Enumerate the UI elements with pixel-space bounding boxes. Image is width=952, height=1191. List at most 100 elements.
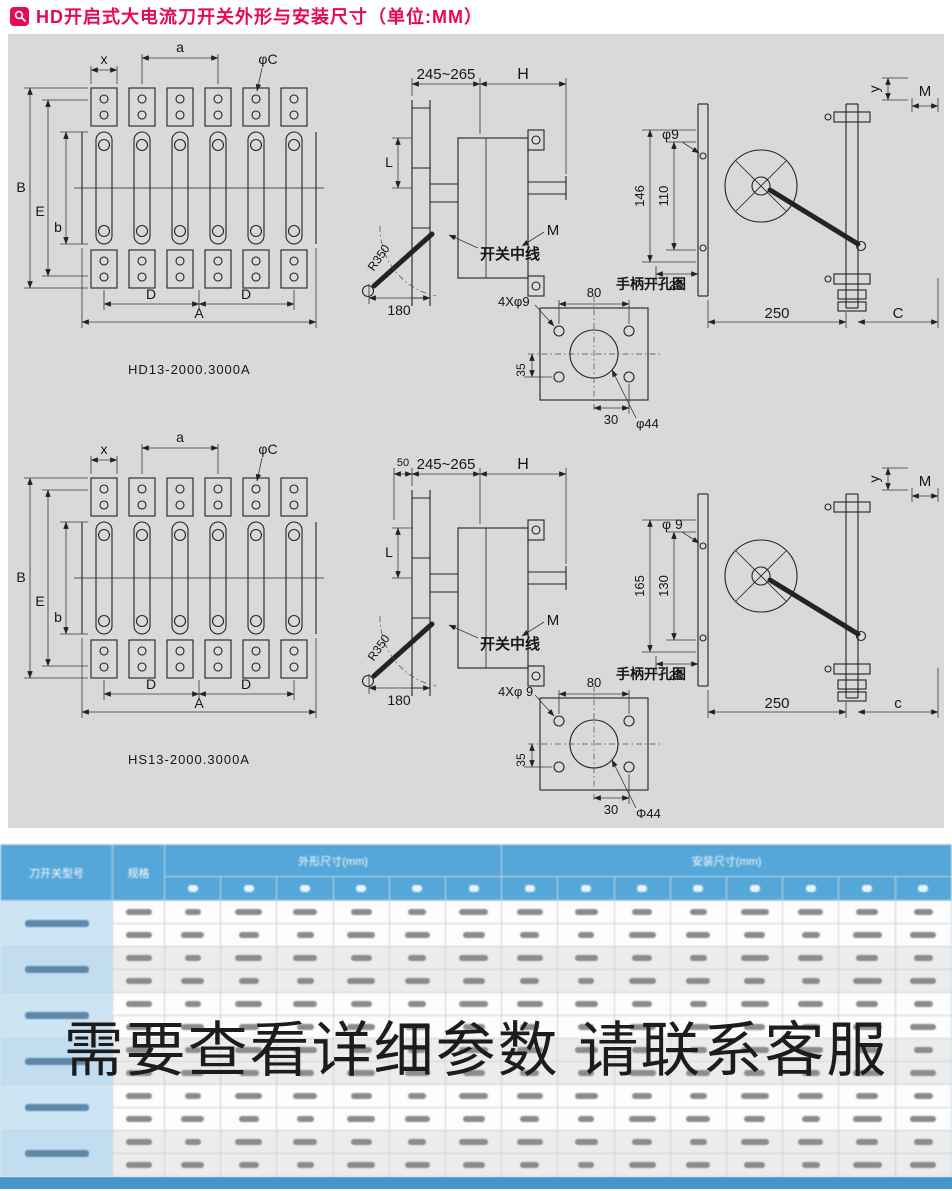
value-cell [782, 1130, 840, 1154]
hole-80-label: 80 [587, 675, 601, 690]
value-cell [782, 1061, 840, 1085]
technical-drawing: x a φC B E b D D A HD13-2000.3000A 245~2… [16, 39, 944, 821]
value-cell [782, 900, 840, 924]
hole-30-label: 30 [604, 802, 618, 817]
value-cell [782, 1107, 840, 1131]
model-cell [0, 1038, 113, 1085]
spec-table: 刀开关型号 规格 外形尺寸(mm) 安装尺寸(mm) [0, 844, 952, 1177]
value-cell [220, 1038, 278, 1062]
value-cell [388, 1130, 447, 1154]
value-cell [220, 1061, 278, 1085]
dim-50-label: 50 [397, 457, 409, 469]
value-cell [388, 1038, 447, 1062]
handle-C-label: c [894, 695, 902, 712]
dim-L-label: L [385, 544, 393, 560]
table-row [1, 923, 952, 947]
value-cell [276, 923, 334, 947]
spec-cell [112, 946, 165, 970]
value-cell [163, 1107, 222, 1131]
value-cell [445, 969, 503, 993]
value-cell [613, 969, 671, 993]
page-title: HD开启式大电流刀开关外形与安装尺寸（单位:MM） [36, 7, 483, 27]
value-cell [613, 1015, 671, 1039]
value-cell [501, 969, 559, 993]
spec-table-body [0, 900, 952, 1177]
model-label: HS13-2000.3000A [128, 752, 250, 767]
value-cell [276, 1130, 334, 1154]
value-cell [445, 1015, 503, 1039]
value-cell [445, 923, 503, 947]
dim-R350-label: R350 [365, 242, 393, 274]
hole-count-label: 4Xφ 9 [498, 684, 533, 699]
centerline-label: 开关中线 [480, 245, 540, 263]
value-cell [894, 900, 952, 924]
value-cell [332, 969, 390, 993]
value-cell [894, 946, 952, 970]
dim-E-label: E [35, 593, 44, 609]
value-cell [445, 1084, 503, 1108]
dim-A-label: A [194, 305, 204, 321]
value-cell [220, 946, 278, 970]
dim-a-label: a [176, 39, 184, 55]
value-cell [557, 1107, 615, 1131]
handle-250-label: 250 [764, 305, 789, 322]
value-cell [388, 992, 447, 1016]
value-cell [276, 1153, 334, 1177]
handle-C-label: C [893, 305, 904, 322]
value-cell [669, 1153, 728, 1177]
dim-L-label: L [385, 154, 393, 170]
value-cell [894, 1153, 952, 1177]
model-label: HD13-2000.3000A [128, 362, 251, 377]
table-footer-bar [0, 1177, 952, 1189]
table-row [0, 946, 952, 993]
value-cell [332, 900, 390, 924]
value-cell [388, 923, 447, 947]
value-cell [613, 946, 671, 970]
value-cell [613, 923, 671, 947]
value-cell [445, 1130, 503, 1154]
handle-y-label: y [866, 86, 882, 93]
value-cell [276, 946, 334, 970]
table-row [0, 900, 952, 947]
dim-R350-label: R350 [365, 632, 393, 664]
value-cell [501, 923, 559, 947]
dim-180-label: 180 [387, 692, 411, 708]
subheader-cell [332, 876, 390, 901]
value-cell [163, 1084, 222, 1108]
dim-H-label: H [517, 66, 529, 83]
handle-250-label: 250 [764, 695, 789, 712]
spec-cell [112, 1061, 165, 1085]
drawing-panel: x a φC B E b D D A HD13-2000.3000A 245~2… [8, 34, 944, 828]
dim-D2-label: D [241, 676, 251, 692]
value-cell [557, 946, 615, 970]
hole-dia-label: Φ44 [636, 806, 661, 821]
table-row [1, 969, 952, 993]
value-cell [838, 946, 896, 970]
dim-phiC-label: φC [258, 51, 277, 67]
value-cell [332, 946, 390, 970]
value-cell [388, 1107, 447, 1131]
value-cell [613, 900, 671, 924]
value-cell [163, 946, 222, 970]
model-cell [0, 1130, 113, 1177]
table-row [0, 1084, 952, 1131]
value-cell [613, 1153, 671, 1177]
hole-30-label: 30 [604, 412, 618, 427]
value-cell [557, 1038, 615, 1062]
dim-B-label: B [16, 179, 25, 195]
table-row [1, 1061, 952, 1085]
dim-D2-label: D [241, 286, 251, 302]
value-cell [332, 1130, 390, 1154]
handle-outer-label: 165 [632, 575, 647, 597]
value-cell [726, 1153, 784, 1177]
value-cell [894, 992, 952, 1016]
subheader-cell [726, 876, 784, 901]
value-cell [613, 1061, 671, 1085]
value-cell [557, 900, 615, 924]
value-cell [894, 1084, 952, 1108]
value-cell [388, 1015, 447, 1039]
value-cell [276, 1107, 334, 1131]
value-cell [782, 1015, 840, 1039]
value-cell [388, 1153, 447, 1177]
dim-180-label: 180 [387, 302, 411, 318]
